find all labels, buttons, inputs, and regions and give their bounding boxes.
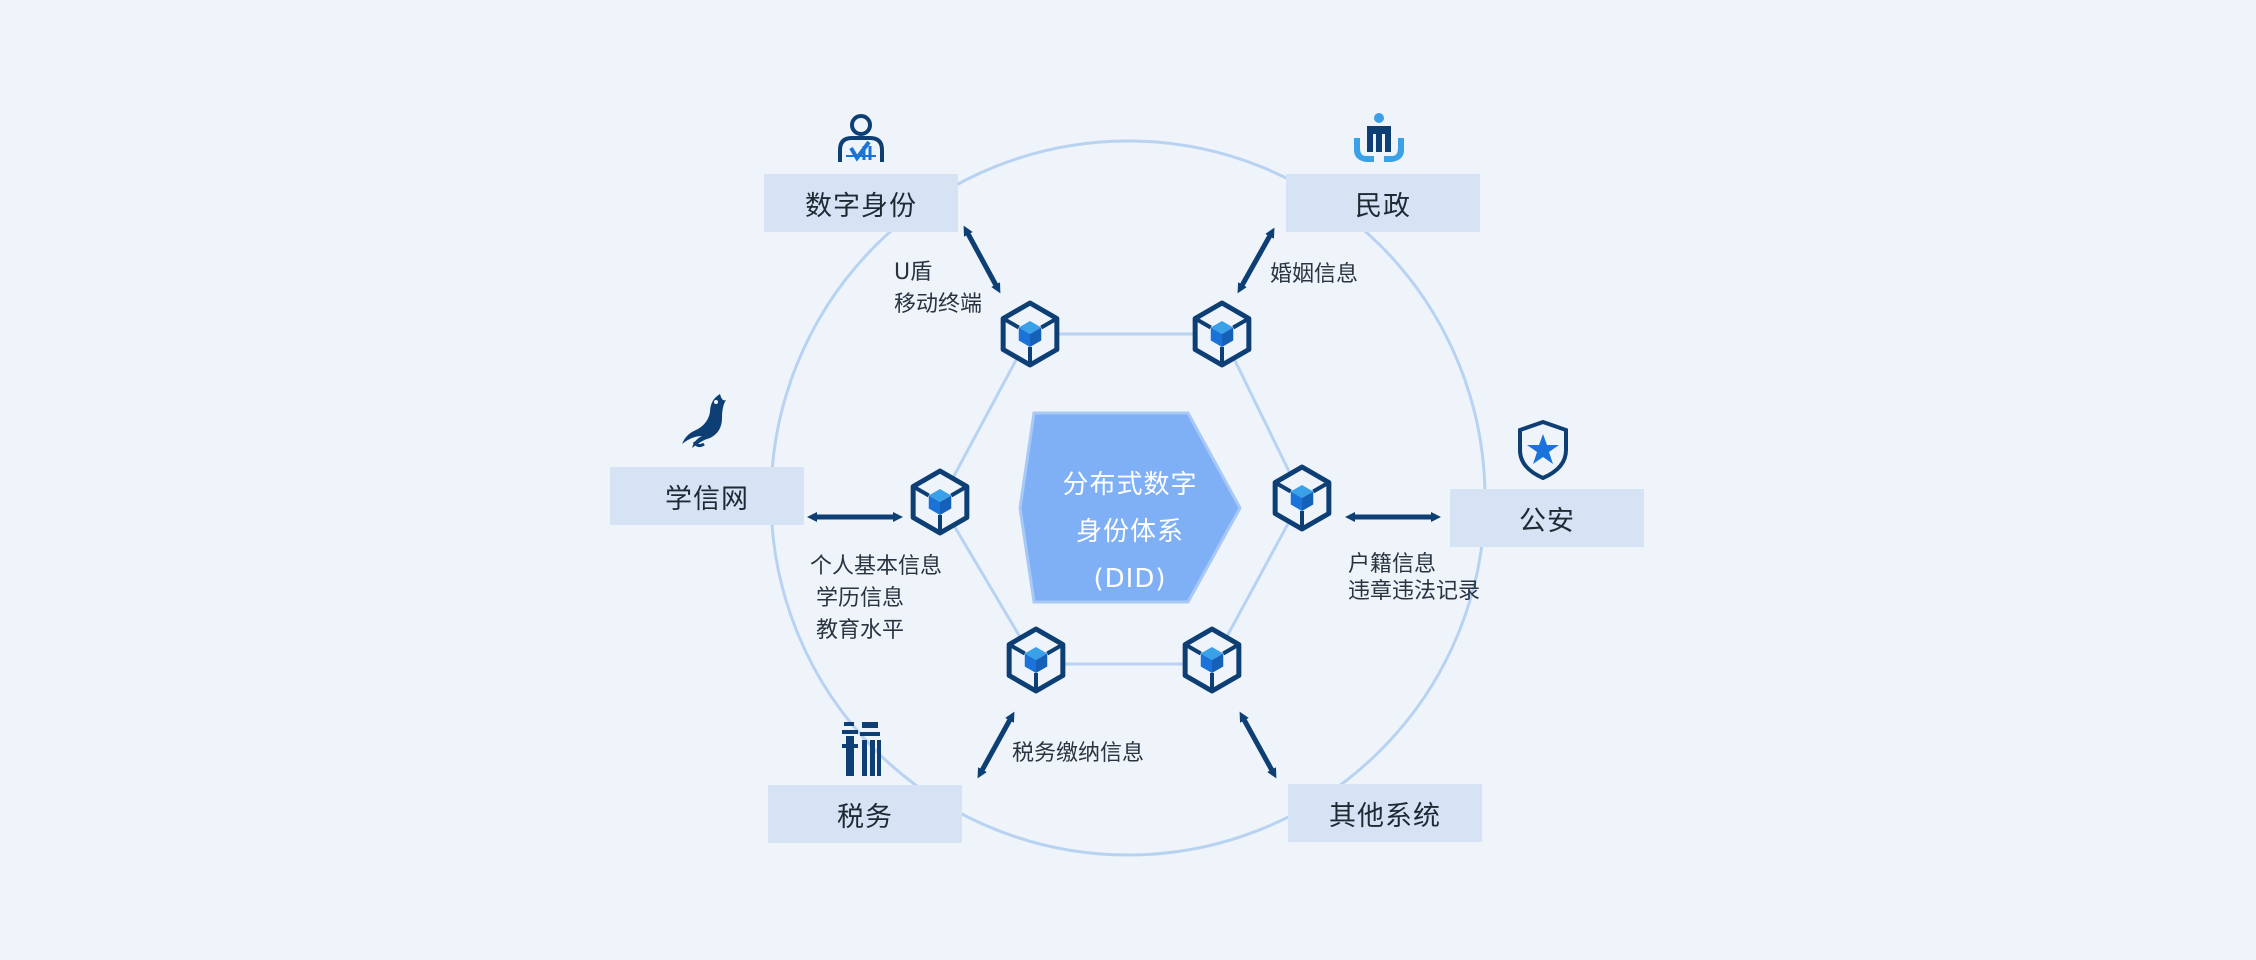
phoenix-icon [682,394,726,448]
edge-label-line: 户籍信息 [1348,552,1437,577]
cube-icon [910,468,970,536]
edge-label-civil-affairs: 婚姻信息 [1270,259,1358,291]
edge-label-line: 个人基本信息 [810,554,943,579]
edge-label-chsi: 个人基本信息 学历信息 教育水平 [810,551,942,647]
center-hexagon [1018,411,1242,604]
center-label-line1: 分布式数字 [1062,469,1198,500]
person-id-icon [838,114,884,162]
arrow-tax [977,711,1015,779]
edge-label-line: 税务缴纳信息 [1012,741,1145,766]
center-label-line2: 身份体系 [1075,516,1184,547]
center-label: 分布式数字 身份体系 (DID) [1020,442,1240,622]
arrow-civil-affairs [1237,227,1275,294]
cube-icon [1182,626,1242,694]
people-hands-icon [1354,113,1404,162]
edge-label-police: 户籍信息 违章违法记录 [1348,551,1480,605]
arrow-other-systems [1239,711,1277,779]
cube-icon [1000,300,1060,368]
center-label-line3: (DID) [1093,563,1167,594]
node-other-systems: 其他系统 [1288,784,1482,842]
tax-emblem-icon [842,722,881,776]
edge-label-line: 违章违法记录 [1348,579,1481,604]
arrow-digital-identity [963,225,1001,294]
police-shield-icon [1518,420,1568,480]
cube-icon [1006,626,1066,694]
edge-label-tax: 税务缴纳信息 [1012,738,1144,770]
cube-icon [1192,300,1252,368]
cube-icon [1272,464,1332,532]
node-civil-affairs: 民政 [1286,174,1480,232]
edge-label-line: 移动终端 [894,292,983,317]
node-chsi: 学信网 [610,467,804,525]
edge-label-line: 学历信息 [816,586,905,611]
edge-label-digital-identity: U盾 移动终端 [894,257,982,321]
edge-label-line: 教育水平 [816,618,905,643]
node-digital-identity: 数字身份 [764,174,958,232]
node-police: 公安 [1450,489,1644,547]
edge-label-line: U盾 [894,260,933,285]
edge-label-line: 婚姻信息 [1270,262,1359,287]
node-tax: 税务 [768,785,962,843]
